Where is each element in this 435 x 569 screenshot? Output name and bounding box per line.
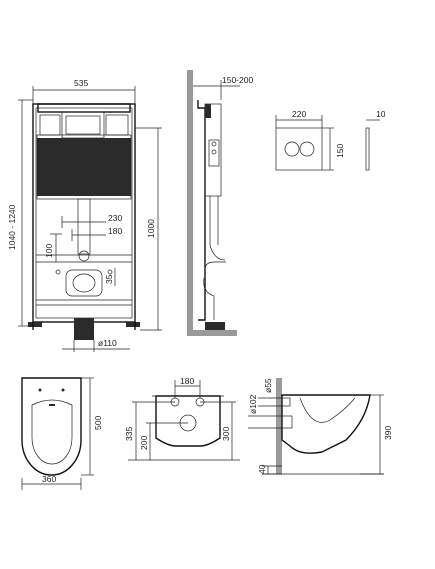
bowl-bolt-height-label: 200 (139, 436, 149, 450)
drain-offset-230-label: 230 (108, 213, 122, 223)
button-height-label: 150 (335, 144, 345, 158)
frame-mount-height-label: 1000 (146, 219, 156, 238)
button-width-label: 220 (292, 109, 306, 119)
bolt-spacing-label: 180 (180, 376, 194, 386)
bowl-side-view: ø55 ø102 390 40 (248, 378, 393, 475)
drain-offset-180-label: 180 (108, 226, 122, 236)
bowl-length-label: 500 (93, 416, 103, 430)
pipe-offset-35-label: 35 (104, 274, 114, 284)
wall-depth-label: 150-200 (222, 75, 253, 85)
bowl-total-height-label: 335 (124, 427, 134, 441)
bowl-top-view: 360 500 (21, 377, 103, 490)
inlet-diameter-label: ø55 (263, 378, 273, 393)
frame-front-view: 535 1040 - 1240 1000 230 180 100 35 ø110 (7, 78, 162, 352)
bowl-center-height-label: 300 (221, 427, 231, 441)
outlet-floor-offset-label: 40 (257, 464, 267, 474)
frame-width-label: 535 (74, 78, 88, 88)
bowl-width-label: 360 (42, 474, 56, 484)
frame-height-range-label: 1040 - 1240 (7, 204, 17, 250)
bowl-side-height-label: 390 (383, 426, 393, 440)
drain-diameter-label: ø110 (98, 338, 117, 348)
bowl-rear-view: 180 335 200 300 (124, 376, 240, 461)
button-depth-label: 10 (376, 109, 386, 119)
outlet-diameter-label: ø102 (248, 394, 258, 414)
drain-height-100-label: 100 (44, 244, 54, 258)
flush-button-view: 220 150 10 (275, 109, 386, 171)
frame-side-view: 150-200 (187, 70, 253, 336)
